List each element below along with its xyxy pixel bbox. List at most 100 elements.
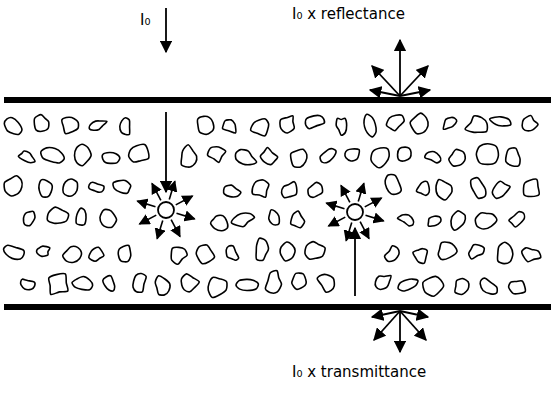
transmit-arrow — [399, 311, 401, 352]
particle — [291, 211, 305, 228]
particle — [386, 115, 404, 131]
particle — [497, 242, 512, 263]
particle — [4, 118, 22, 135]
transmit-arrow — [400, 311, 428, 317]
particle — [364, 114, 376, 137]
intensity-label: I₀ x transmittance — [292, 364, 426, 381]
particle — [385, 246, 400, 262]
scatter-arrow — [341, 185, 350, 202]
particle — [63, 247, 82, 263]
particle — [208, 147, 226, 163]
incident-arrow — [165, 8, 167, 52]
particle — [251, 119, 269, 136]
scatter-arrow — [171, 220, 180, 237]
particle — [4, 176, 22, 196]
particle — [371, 148, 389, 168]
particle — [226, 246, 238, 261]
particle — [21, 279, 35, 289]
particle — [416, 181, 429, 195]
particle — [398, 147, 411, 161]
particle — [509, 212, 525, 227]
particle — [385, 174, 401, 194]
particle — [443, 117, 456, 129]
scatter-arrow — [157, 221, 163, 239]
particle — [113, 180, 131, 193]
particle — [89, 247, 104, 261]
particle — [260, 147, 277, 164]
particle — [291, 149, 307, 167]
particle — [480, 278, 497, 294]
particle — [345, 149, 359, 161]
particle-group — [4, 113, 541, 297]
particle — [476, 144, 498, 165]
particle — [224, 185, 241, 197]
particle — [410, 113, 428, 134]
scatter-arrow — [360, 222, 369, 239]
particle — [197, 116, 213, 134]
scattering-particle — [347, 204, 363, 220]
slab-bottom-surface — [4, 304, 551, 310]
particle — [265, 271, 281, 293]
reflect-arrow — [399, 40, 401, 96]
scatter-arrow — [152, 183, 161, 200]
scatter-arrow — [139, 215, 156, 224]
particle — [280, 242, 295, 261]
particle — [75, 144, 92, 165]
particle — [76, 208, 86, 225]
particle — [63, 179, 78, 196]
particle — [509, 281, 526, 294]
internal-ray — [354, 228, 356, 296]
particle — [236, 279, 258, 290]
particle — [120, 118, 130, 135]
particle — [506, 148, 520, 166]
particle — [47, 207, 68, 223]
particle — [317, 274, 334, 292]
particle — [208, 277, 227, 297]
particle — [181, 274, 199, 292]
particle — [280, 116, 294, 133]
particle — [256, 238, 268, 260]
particle — [320, 149, 336, 163]
particle — [235, 150, 256, 165]
particle — [23, 211, 35, 225]
incident-label: I₀ — [140, 12, 150, 29]
internal-ray — [165, 112, 167, 192]
particle — [155, 276, 170, 295]
particle — [37, 246, 50, 256]
particle — [471, 178, 486, 199]
particle — [118, 245, 131, 262]
particle — [436, 180, 452, 200]
particle — [222, 120, 236, 133]
intensity-label: I₀ x reflectance — [292, 6, 405, 23]
particle — [292, 273, 306, 289]
particle — [305, 115, 324, 128]
particle — [4, 245, 25, 259]
particle — [522, 248, 541, 262]
scattering-particle — [158, 202, 174, 218]
particle — [72, 277, 93, 291]
particle — [89, 182, 104, 192]
particle — [375, 275, 391, 289]
particle — [181, 145, 197, 167]
scatter-arrow — [176, 196, 193, 205]
particle — [171, 247, 187, 264]
particle — [413, 249, 427, 264]
particle — [129, 144, 149, 162]
particle — [39, 180, 52, 197]
particle — [100, 210, 117, 228]
particle — [102, 152, 120, 163]
scatter-arrow — [365, 198, 382, 207]
scatter-arrow — [358, 183, 364, 201]
scatter-arrow — [177, 213, 195, 219]
particle — [522, 116, 538, 131]
particle — [465, 116, 487, 133]
scatter-arrow — [328, 217, 345, 226]
particle — [451, 211, 465, 230]
particle — [103, 276, 115, 291]
scatter-arrow — [326, 203, 344, 209]
particle — [196, 245, 214, 264]
particle — [282, 182, 297, 198]
particle — [428, 216, 441, 226]
particle — [438, 242, 457, 259]
